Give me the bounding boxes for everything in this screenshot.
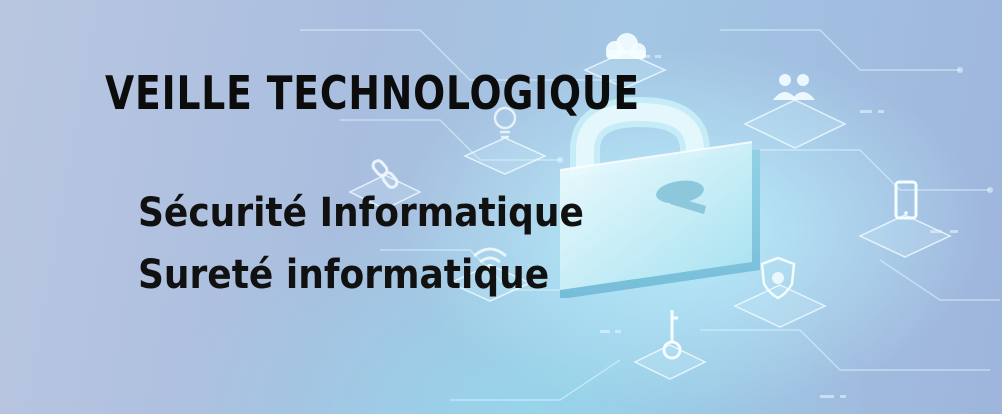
cloud-node-tile [583,51,667,89]
bulb-node-tile [463,137,547,175]
users-node-tile [743,99,847,149]
link-node-tile [348,174,422,210]
phone-node-tile [858,214,952,258]
key-icon [662,310,682,360]
shield-node-tile [733,284,827,328]
wifi-node-tile [448,264,532,302]
page-title: VEILLE TECHNOLOGIQUE [105,66,640,120]
smartphone-icon [894,180,918,220]
key-node-tile [633,344,707,380]
users-icon [773,74,815,100]
shield-icon [760,256,796,300]
circuit-dots [557,55,993,398]
lightbulb-icon [493,106,517,139]
wifi-icon [473,247,507,272]
padlock-icon [559,96,760,298]
cloud-icon [606,33,646,59]
circuit-lines [300,29,1000,401]
subtitle-security: Sécurité Informatique [138,190,584,236]
subtitle-safety: Sureté informatique [138,252,550,298]
chain-link-icon [371,159,399,189]
